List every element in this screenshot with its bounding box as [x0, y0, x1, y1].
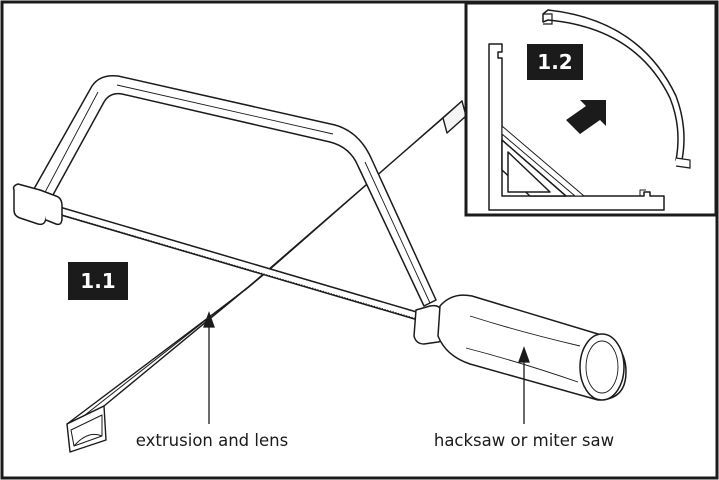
- step-badge-1-2-text: 1.2: [537, 50, 572, 74]
- inset-panel: 1.2: [464, 1, 718, 217]
- arrowhead-saw: [518, 346, 530, 363]
- label-extrusion-and-lens: extrusion and lens: [136, 431, 288, 450]
- saw-handle: [437, 294, 627, 401]
- arrowhead-extrusion: [203, 311, 215, 328]
- step-badge-1-1: [68, 262, 128, 300]
- step-badge-1-2: [527, 44, 583, 80]
- direction-arrow-icon: [566, 100, 606, 134]
- corner-extrusion-profile: [488, 43, 665, 211]
- step-badge-1-1-text: 1.1: [80, 269, 115, 293]
- leader-lines: [203, 311, 530, 424]
- hacksaw: [12, 74, 627, 401]
- label-hacksaw-or-miter-saw: hacksaw or miter saw: [434, 431, 614, 450]
- saw-frame: [29, 74, 437, 307]
